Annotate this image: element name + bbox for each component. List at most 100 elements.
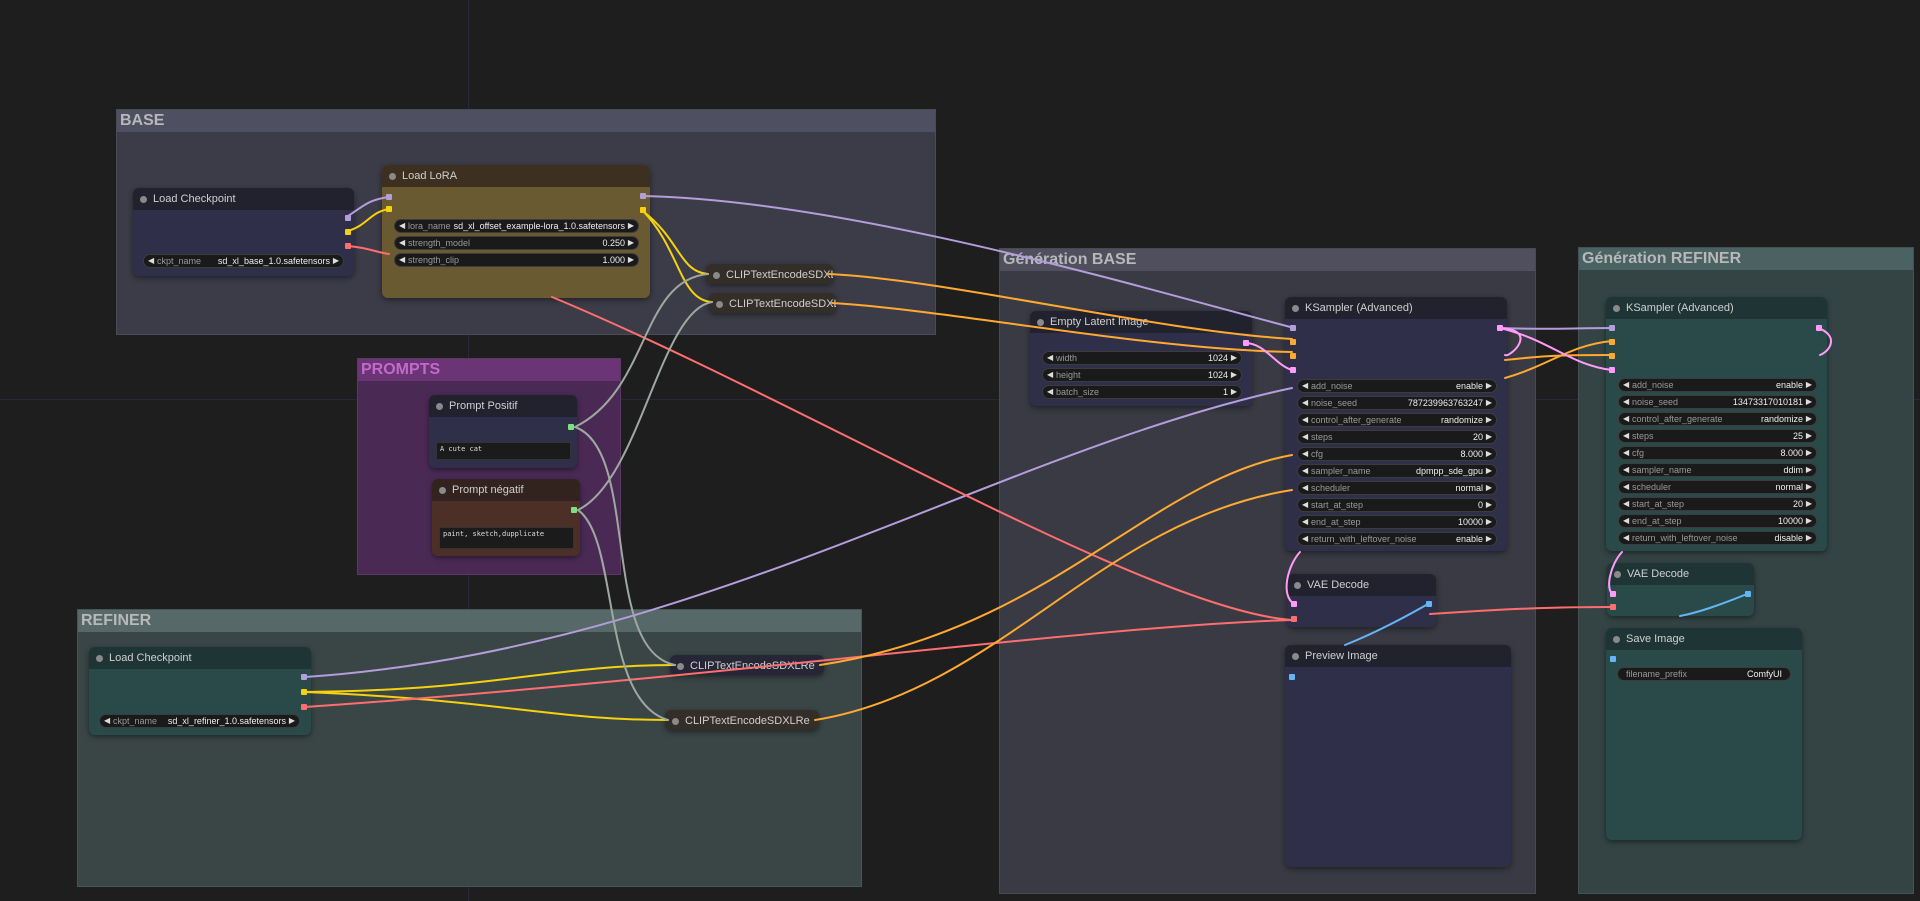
right-arrow-icon[interactable]: ▶ [1485, 432, 1492, 441]
left-arrow-icon[interactable]: ◀ [1302, 466, 1309, 475]
right-arrow-icon[interactable]: ▶ [1230, 387, 1237, 396]
collapse-dot-icon[interactable] [677, 663, 684, 670]
collapse-dot-icon[interactable] [1613, 305, 1620, 312]
right-arrow-icon[interactable]: ▶ [1230, 370, 1237, 379]
right-arrow-icon[interactable]: ▶ [1485, 500, 1492, 509]
left-arrow-icon[interactable]: ◀ [1302, 381, 1309, 390]
link-latent[interactable] [1817, 327, 1832, 356]
left-arrow-icon[interactable]: ◀ [1623, 380, 1630, 389]
node-prompt-negatif[interactable]: Prompt négatif paint, sketch,dupplicate [432, 479, 580, 556]
link-clip[interactable] [304, 691, 669, 721]
collapse-dot-icon[interactable] [1613, 636, 1620, 643]
right-arrow-icon[interactable]: ▶ [627, 255, 634, 264]
left-arrow-icon[interactable]: ◀ [1623, 397, 1630, 406]
samples-input-port[interactable] [1291, 601, 1297, 607]
link-clip[interactable] [347, 208, 390, 232]
right-arrow-icon[interactable]: ▶ [1805, 499, 1812, 508]
link-model[interactable] [641, 195, 1295, 329]
right-arrow-icon[interactable]: ▶ [1805, 533, 1812, 542]
clip-input-port[interactable] [386, 206, 392, 212]
link-clip[interactable] [643, 211, 709, 275]
right-arrow-icon[interactable]: ▶ [1805, 414, 1812, 423]
link-image[interactable] [1679, 593, 1748, 617]
right-arrow-icon[interactable]: ▶ [1805, 448, 1812, 457]
collapse-dot-icon[interactable] [1037, 319, 1044, 326]
link-conditioning[interactable] [819, 454, 1293, 666]
collapse-dot-icon[interactable] [436, 403, 443, 410]
vae-output-port[interactable] [301, 704, 307, 710]
node-clip-encode-sdxl-2[interactable]: CLIPTextEncodeSDXL [709, 293, 836, 313]
left-arrow-icon[interactable]: ◀ [399, 221, 406, 230]
left-arrow-icon[interactable]: ◀ [1623, 482, 1630, 491]
link-conditioning[interactable] [814, 489, 1293, 721]
left-arrow-icon[interactable]: ◀ [1623, 499, 1630, 508]
right-arrow-icon[interactable]: ▶ [1805, 397, 1812, 406]
node-vae-decode-base[interactable]: VAE Decode [1287, 574, 1436, 627]
left-arrow-icon[interactable]: ◀ [1302, 534, 1309, 543]
left-arrow-icon[interactable]: ◀ [399, 238, 406, 247]
latent-output-port[interactable] [1816, 325, 1822, 331]
link-vae[interactable] [551, 296, 1293, 621]
link-latent[interactable] [1285, 551, 1301, 605]
left-arrow-icon[interactable]: ◀ [104, 716, 111, 725]
model-input-port[interactable] [386, 194, 392, 200]
image-output-port[interactable] [1426, 601, 1432, 607]
left-arrow-icon[interactable]: ◀ [1302, 517, 1309, 526]
left-arrow-icon[interactable]: ◀ [1302, 483, 1309, 492]
node-clip-refiner-1[interactable]: CLIPTextEncodeSDXLRe [670, 655, 824, 675]
left-arrow-icon[interactable]: ◀ [1047, 353, 1054, 362]
left-arrow-icon[interactable]: ◀ [1623, 533, 1630, 542]
link-vae[interactable] [347, 245, 390, 255]
link-clip[interactable] [643, 211, 713, 303]
latent-input-port[interactable] [1290, 367, 1296, 373]
left-arrow-icon[interactable]: ◀ [1047, 370, 1054, 379]
link-string[interactable] [577, 301, 713, 511]
prompt-positif-textarea[interactable]: A cute cat [436, 442, 571, 460]
left-arrow-icon[interactable]: ◀ [1302, 449, 1309, 458]
model-output-port[interactable] [345, 215, 351, 221]
right-arrow-icon[interactable]: ▶ [1485, 466, 1492, 475]
link-vae[interactable] [304, 619, 1293, 708]
collapse-dot-icon[interactable] [1292, 305, 1299, 312]
left-arrow-icon[interactable]: ◀ [399, 255, 406, 264]
image-output-port[interactable] [1745, 591, 1751, 597]
link-conditioning[interactable] [1504, 354, 1613, 361]
node-vae-decode-refiner[interactable]: VAE Decode [1607, 563, 1754, 616]
collapse-dot-icon[interactable] [1292, 653, 1299, 660]
link-conditioning[interactable] [831, 302, 1293, 353]
right-arrow-icon[interactable]: ▶ [1805, 482, 1812, 491]
collapse-dot-icon[interactable] [439, 487, 446, 494]
left-arrow-icon[interactable]: ◀ [1623, 431, 1630, 440]
collapse-dot-icon[interactable] [672, 718, 679, 725]
link-vae[interactable] [1429, 606, 1613, 615]
positive-input-port[interactable] [1609, 339, 1615, 345]
collapse-dot-icon[interactable] [140, 196, 147, 203]
link-latent[interactable] [1499, 327, 1522, 357]
link-conditioning[interactable] [1504, 340, 1613, 379]
right-arrow-icon[interactable]: ▶ [1805, 465, 1812, 474]
link-string[interactable] [574, 273, 709, 428]
